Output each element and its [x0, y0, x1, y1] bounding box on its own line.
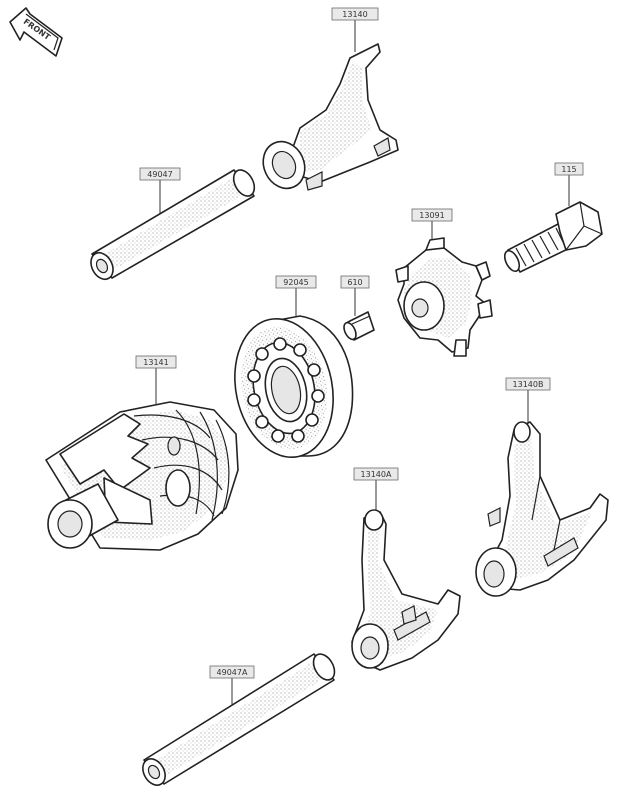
label-13091: 13091 — [419, 211, 444, 220]
front-arrow-icon: FRONT — [9, 7, 63, 57]
shaft-lower-icon — [142, 653, 336, 786]
shaft-upper-icon — [90, 169, 256, 281]
part-13140B[interactable]: 13140B — [475, 377, 609, 597]
part-610[interactable]: 610 — [340, 275, 375, 341]
shift-fork-b-icon — [475, 421, 609, 597]
part-92045[interactable]: 92045 — [222, 275, 354, 466]
ball-bearing-icon — [234, 315, 354, 458]
shift-fork-a-icon — [351, 509, 461, 671]
part-13091[interactable]: 13091 — [395, 208, 493, 357]
label-13141: 13141 — [143, 358, 168, 367]
part-13140A[interactable]: 13140A — [351, 467, 461, 671]
label-49047: 49047 — [147, 170, 172, 179]
label-13140A: 13140A — [361, 470, 392, 479]
label-13140: 13140 — [342, 10, 367, 19]
dowel-pin-icon — [343, 311, 375, 341]
part-49047A[interactable]: 49047A — [138, 650, 338, 789]
shift-drum-icon — [45, 401, 239, 551]
bolt-icon — [503, 201, 603, 273]
label-115: 115 — [561, 165, 576, 174]
label-13140B: 13140B — [513, 380, 544, 389]
label-92045: 92045 — [283, 278, 308, 287]
shift-fork-upper-icon — [262, 43, 399, 191]
shift-drum-cam-icon — [395, 237, 493, 357]
part-115[interactable]: 115 — [502, 162, 603, 274]
label-49047A: 49047A — [217, 668, 248, 677]
part-13140[interactable]: 13140 — [256, 7, 399, 195]
label-610: 610 — [347, 278, 362, 287]
part-49047[interactable]: 49047 — [87, 166, 259, 283]
part-13141[interactable]: 13141 — [45, 355, 239, 551]
